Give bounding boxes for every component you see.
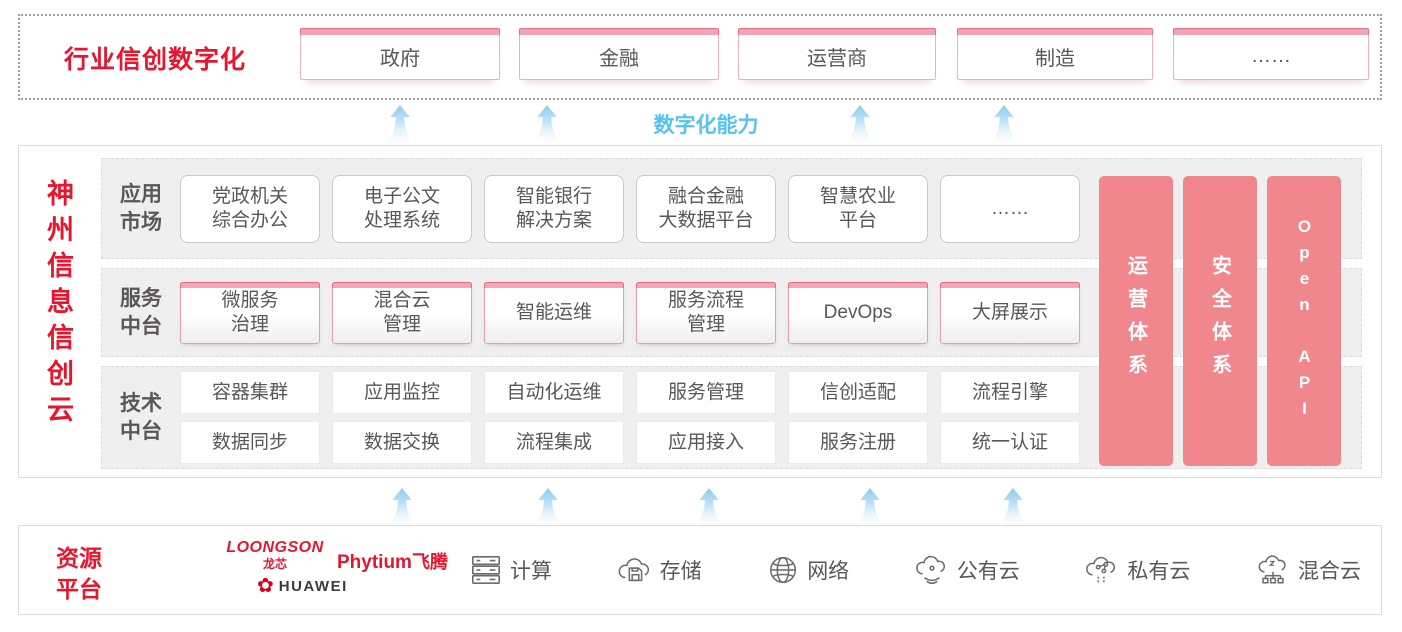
tech-platform-label: 技术 中台: [120, 392, 162, 443]
industry-digitalization-section: 行业信创数字化 政府 金融 运营商 制造 ……: [18, 14, 1382, 100]
huawei-logo: ✿ HUAWEI: [257, 575, 348, 597]
cloud-platform-title: 神州信息信创云: [43, 179, 73, 431]
app-box: 融合金融 大数据平台: [636, 174, 776, 243]
industry-box-more: ……: [1173, 28, 1369, 80]
app-box: 党政机关 综合办公: [180, 174, 320, 243]
tech-box: 流程集成: [484, 421, 624, 464]
up-arrow-icon: [697, 488, 721, 525]
resource-item-compute: 计算: [469, 553, 552, 587]
xinchuang-cloud-section: 神州信息信创云 应用 市场 党政机关 综合办公 电子公文 处理系统 智能银行 解…: [18, 145, 1382, 478]
service-box: 混合云 管理: [332, 281, 472, 344]
tech-box: 自动化运维: [484, 371, 624, 414]
up-arrow-icon: [858, 488, 882, 525]
tech-box: 数据同步: [180, 421, 320, 464]
storage-icon: [618, 558, 649, 582]
up-arrow-icon: [536, 488, 560, 525]
app-box-more: ……: [940, 174, 1080, 243]
loongson-logo: LOONGSON 龙芯: [226, 539, 324, 571]
pillar-operation-system: 运营体系: [1099, 176, 1173, 466]
private-cloud-icon: [1086, 556, 1116, 583]
up-arrow-icon: [535, 105, 559, 142]
app-market-label: 应用 市场: [120, 183, 162, 234]
service-box: 智能运维: [484, 281, 624, 344]
up-arrow-icon: [388, 105, 412, 142]
up-arrow-icon: [848, 105, 872, 142]
up-arrow-icon: [390, 488, 414, 525]
resource-platform-section: 资源 平台 LOONGSON 龙芯 Phytium飞腾 ✿ HUAWEI 计算: [18, 525, 1382, 615]
industry-box-government: 政府: [300, 28, 500, 80]
app-box: 智慧农业 平台: [788, 174, 928, 243]
service-platform-label: 服务 中台: [120, 287, 162, 338]
resource-item-network: 网络: [766, 553, 849, 587]
service-box: 微服务 治理: [180, 281, 320, 344]
service-box: 大屏展示: [940, 281, 1080, 344]
tech-box: 应用监控: [332, 371, 472, 414]
industry-box-finance: 金融: [519, 28, 719, 80]
app-box: 智能银行 解决方案: [484, 174, 624, 243]
up-arrow-icon: [1001, 488, 1025, 525]
pillar-security-system: 安全体系: [1183, 176, 1257, 466]
resource-item-private-cloud: 私有云: [1084, 553, 1190, 587]
industry-section-title: 行业信创数字化: [64, 46, 247, 74]
tech-box: 服务管理: [636, 371, 776, 414]
service-box: 服务流程 管理: [636, 281, 776, 344]
service-middle-platform-row: 服务 中台 微服务 治理 混合云 管理 智能运维 服务流程 管理 DevOps …: [101, 268, 1362, 357]
resource-platform-label: 资源 平台: [56, 545, 102, 603]
resource-item-hybrid-cloud: 混合云: [1255, 553, 1361, 587]
service-box: DevOps: [788, 281, 928, 344]
tech-box: 应用接入: [636, 421, 776, 464]
pillar-open-api: Open API: [1267, 176, 1341, 466]
resource-item-storage: 存储: [617, 553, 702, 587]
network-icon: [770, 556, 797, 584]
up-arrow-icon: [992, 105, 1016, 142]
tech-box: 服务注册: [788, 421, 928, 464]
public-cloud-icon: [915, 555, 945, 584]
app-box: 电子公文 处理系统: [332, 174, 472, 243]
tech-box: 信创适配: [788, 371, 928, 414]
digital-capability-label: 数字化能力: [653, 114, 759, 137]
industry-box-operator: 运营商: [738, 28, 936, 80]
phytium-logo: Phytium飞腾: [337, 552, 448, 573]
hybrid-cloud-icon: [1258, 555, 1286, 584]
tech-box: 容器集群: [180, 371, 320, 414]
tech-box: 统一认证: [940, 421, 1080, 464]
tech-box: 数据交换: [332, 421, 472, 464]
resource-item-public-cloud: 公有云: [914, 553, 1020, 587]
compute-icon: [471, 555, 501, 585]
tech-box: 流程引擎: [940, 371, 1080, 414]
industry-box-manufacturing: 制造: [957, 28, 1153, 80]
huawei-flower-icon: ✿: [257, 575, 274, 597]
resource-items: 计算 存储 网络: [469, 526, 1361, 614]
